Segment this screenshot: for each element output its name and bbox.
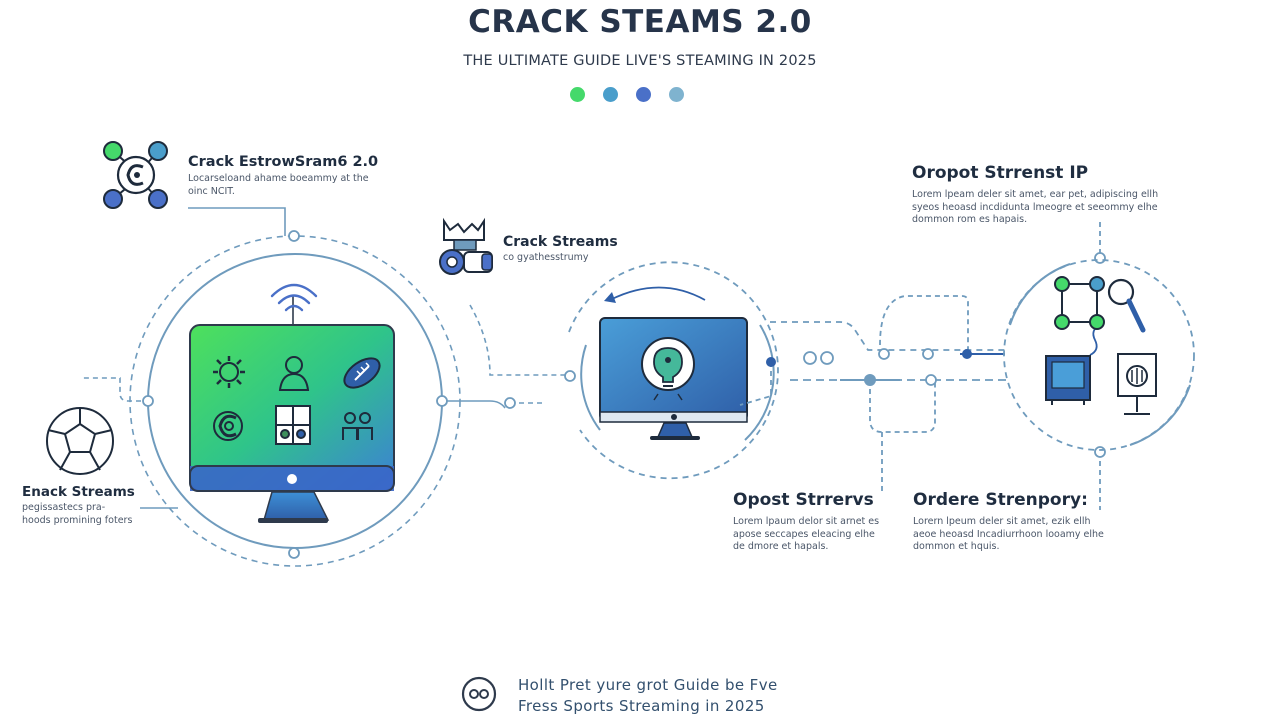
callout-center-title: Crack Streams <box>503 234 618 250</box>
soccer-ball-icon <box>46 407 114 475</box>
center-rotate-arc <box>609 286 706 301</box>
tv-icon <box>1045 355 1091 405</box>
callout-bottomright-title: Ordere Strenpory: <box>913 490 1088 510</box>
magnifier-icon <box>1107 278 1146 333</box>
connector-center-top <box>469 304 570 376</box>
callout-bottommid-title: Opost Strrervs <box>733 490 874 510</box>
node-top <box>288 230 300 242</box>
indicator-dot-2 <box>603 87 618 102</box>
callout-bottommid-desc: Lorem lpaum delor sit arnet es apose sec… <box>733 516 880 552</box>
node-mid <box>504 397 516 409</box>
wifi-icon <box>270 283 318 312</box>
lightbulb-icon <box>653 347 683 383</box>
crackstreams-logo-icon <box>213 411 243 441</box>
node-center-left <box>564 370 576 382</box>
people-icon <box>342 412 373 440</box>
stadium-display-icon <box>1117 353 1157 415</box>
callout-left-title: Enack Streams <box>22 484 135 500</box>
connector-right-upper <box>770 321 1008 351</box>
connector-topleft <box>188 207 286 236</box>
rotate-arrow-head <box>604 292 616 303</box>
footer-logo-icon <box>461 676 497 712</box>
callout-center-desc: co gyathesstrumy <box>503 252 589 263</box>
node-bottom <box>288 547 300 559</box>
right-dashed-ring <box>1003 259 1195 451</box>
monitor-secondary-illustration <box>599 317 748 440</box>
football-icon <box>343 357 381 389</box>
footer-text: Hollt Pret yure grot Guide be Fve Fress … <box>518 676 778 715</box>
connector-mid-a <box>442 400 506 409</box>
callout-bottomright-desc: Lorern lpeum deler sit amet, ezik ellh a… <box>913 516 1104 552</box>
connector-left <box>80 377 150 402</box>
gear-icon <box>219 362 239 382</box>
node-left <box>142 395 154 407</box>
indicator-dot-4 <box>669 87 684 102</box>
callout-left-desc: pegissastecs pra- hoods promining foters <box>22 502 133 526</box>
callout-topright-title: Oropot Strrenst IP <box>912 163 1089 183</box>
callout-topright-desc: Lorem lpeam deler sit amet, ear pet, adi… <box>912 189 1159 225</box>
callout-topleft-title: Crack EstrowSram6 2.0 <box>188 154 379 170</box>
camera-trophy-icon <box>439 217 493 275</box>
node-right <box>436 395 448 407</box>
indicator-dot-1 <box>570 87 585 102</box>
page-title: CRACK STEAMS 2.0 <box>468 4 812 40</box>
center-dashed-arc <box>568 261 779 480</box>
callout-topleft-desc: Locarseloand ahame boeammy at the oinc N… <box>188 173 369 197</box>
page-subtitle: THE ULTIMATE GUIDE LIVE'S STEAMING IN 20… <box>463 53 817 69</box>
monitor-main-illustration <box>189 324 395 523</box>
indicator-dot-3 <box>636 87 651 102</box>
network-icon <box>103 141 168 209</box>
scoreboard-icon <box>275 405 311 445</box>
graph-nodes-icon <box>1054 276 1105 330</box>
